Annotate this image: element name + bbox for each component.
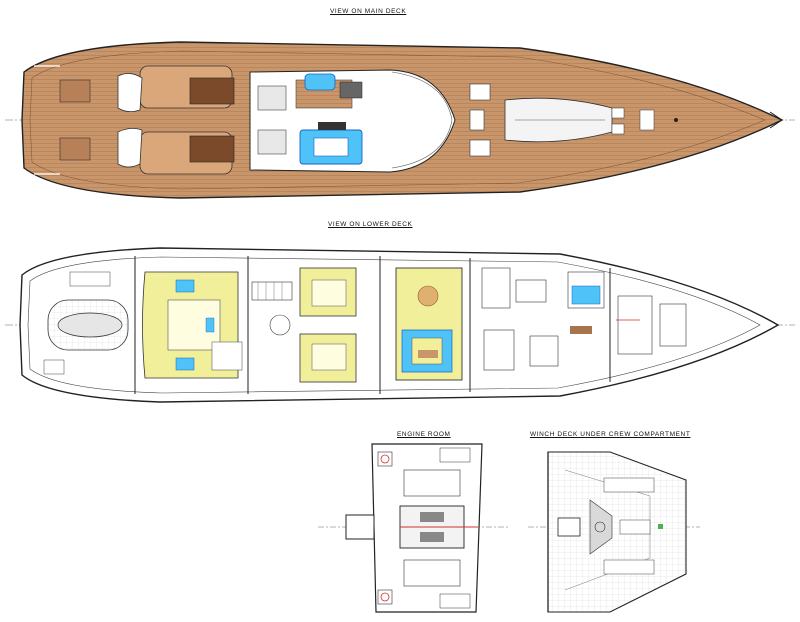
engine-room-title: ENGINE ROOM	[397, 431, 451, 438]
main-deck-title: VIEW ON MAIN DECK	[330, 8, 407, 15]
winch-deck-plan	[528, 451, 700, 613]
winch-deck-title: WINCH DECK UNDER CREW COMPARTMENT	[530, 431, 691, 438]
engine-room-plan	[318, 443, 510, 613]
lower-deck-plan	[5, 247, 795, 403]
lower-deck-title: VIEW ON LOWER DECK	[328, 221, 413, 228]
main-deck-plan	[5, 41, 795, 199]
